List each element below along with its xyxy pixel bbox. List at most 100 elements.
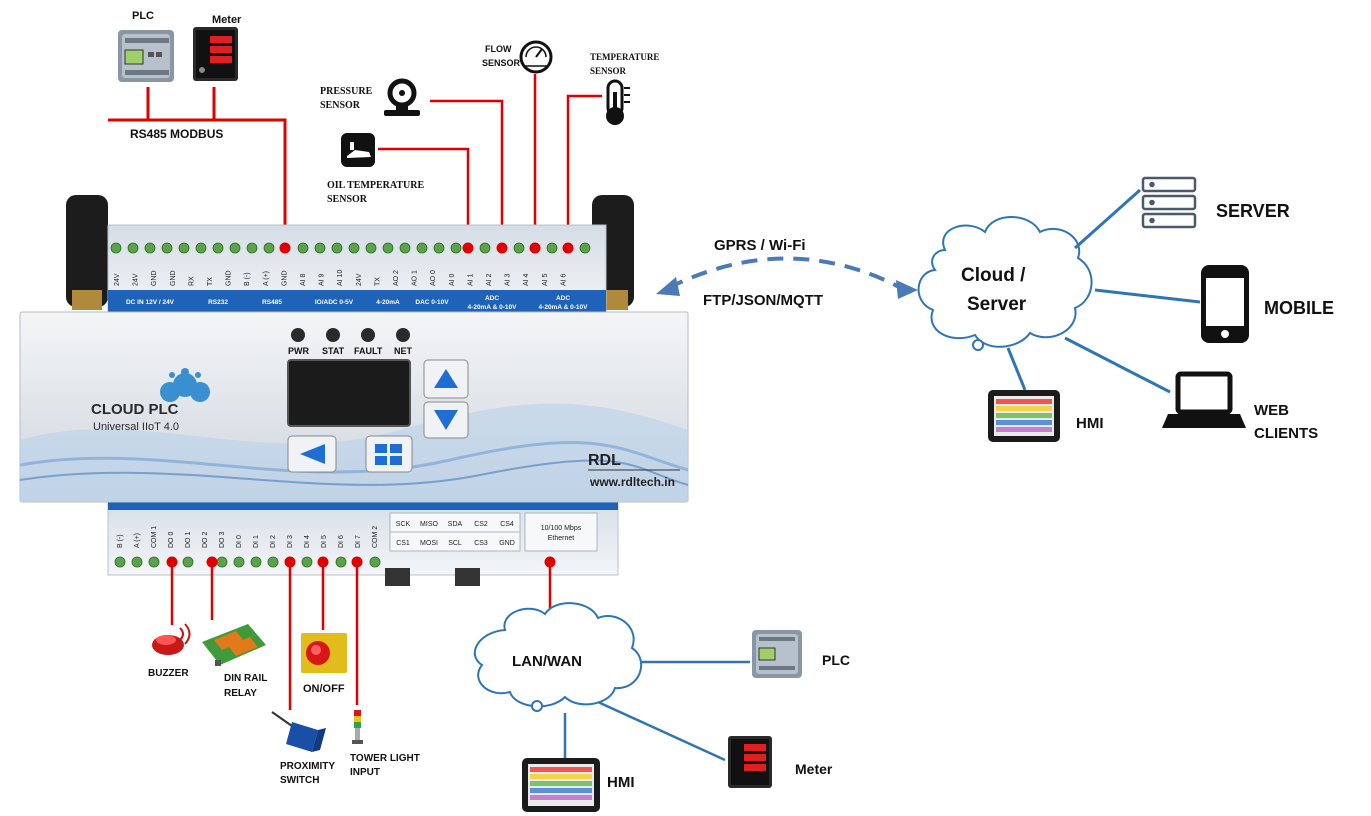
spi-bottom-label: SCL xyxy=(448,540,462,547)
pressure-sensor-label-1: PRESSURE xyxy=(320,86,373,97)
buzzer-icon xyxy=(152,623,191,655)
cloud-server-shape xyxy=(917,216,1093,351)
buzzer-label: BUZZER xyxy=(148,668,189,679)
back-button[interactable] xyxy=(287,435,337,473)
spi-top-label: CS4 xyxy=(500,521,514,528)
top-terminal-label: AI 8 xyxy=(300,273,307,286)
bottom-terminal-label: DI 2 xyxy=(270,535,277,548)
lan-hmi-icon xyxy=(522,758,600,812)
top-terminal-group-label: 4-20mA & 0-10V xyxy=(468,304,518,311)
device-display xyxy=(287,359,411,427)
protocols-label: FTP/JSON/MQTT xyxy=(703,292,823,309)
bottom-terminal-label: DO 2 xyxy=(202,532,209,548)
bottom-terminal-label: DO 3 xyxy=(219,532,226,548)
rs485-bus-wires xyxy=(108,87,287,248)
tower-light-icon xyxy=(352,710,363,744)
bottom-terminal-label: DO 0 xyxy=(168,532,175,548)
up-button[interactable] xyxy=(423,359,469,399)
top-terminal-group-label: ADC xyxy=(485,295,499,302)
cloud-label-1: Cloud / xyxy=(961,265,1026,286)
top-terminal-group-label: 4-20mA & 0-10V xyxy=(539,304,589,311)
top-terminal-label: 24V xyxy=(356,273,363,286)
top-terminal-label: AI 1 xyxy=(467,273,474,286)
top-terminal-group-label: DC IN 12V / 24V xyxy=(126,299,175,306)
menu-button[interactable] xyxy=(365,435,413,473)
oil-temp-label-1: OIL TEMPERATURE xyxy=(327,180,424,191)
tower-label-2: INPUT xyxy=(350,767,380,778)
bottom-terminal-label: DI 3 xyxy=(287,535,294,548)
temperature-sensor-label-1: TEMPERATURE xyxy=(590,52,659,62)
sensor-wires xyxy=(378,74,602,248)
bottom-terminal-label: COM 1 xyxy=(151,526,158,548)
spi-bottom-label: CS1 xyxy=(396,540,410,547)
top-wire-dots xyxy=(279,242,574,254)
top-terminal-label: TX xyxy=(374,277,381,286)
top-meter-icon xyxy=(193,27,238,81)
top-terminal-label: AO 2 xyxy=(393,270,400,286)
bottom-terminal-label: A (+) xyxy=(134,533,141,548)
brand-subtitle: Universal IIoT 4.0 xyxy=(93,421,179,433)
brand-title: CLOUD PLC xyxy=(91,401,179,418)
top-terminal-group-label: 4-20mA xyxy=(376,299,400,306)
down-button[interactable] xyxy=(423,401,469,439)
spi-bottom-label: MOSI xyxy=(420,540,438,547)
proximity-label-2: SWITCH xyxy=(280,775,319,786)
ethernet-label: Ethernet xyxy=(548,535,575,542)
top-terminal-label: AI 10 xyxy=(337,270,344,286)
on-off-switch-icon xyxy=(301,633,347,673)
rs485-bus-label: RS485 MODBUS xyxy=(130,127,223,141)
flow-sensor-icon xyxy=(519,40,553,74)
top-terminal-label: AO 0 xyxy=(430,270,437,286)
maker-label: RDL xyxy=(588,452,621,469)
spi-bottom-label: CS3 xyxy=(474,540,488,547)
web-clients-laptop-icon xyxy=(1162,371,1246,428)
cloud-hmi-label: HMI xyxy=(1076,415,1104,432)
pressure-sensor-label-2: SENSOR xyxy=(320,100,361,111)
onoff-label: ON/OFF xyxy=(303,683,345,695)
cloud-links xyxy=(1006,188,1201,394)
led-stat-label: STAT xyxy=(322,346,345,356)
top-terminal-label: 24V xyxy=(133,273,140,286)
top-terminal-label: A (+) xyxy=(263,271,270,286)
spi-top-label: SDA xyxy=(448,521,463,528)
top-terminal-group-label: IO/ADC 0-5V xyxy=(315,299,354,306)
lan-hmi-label: HMI xyxy=(607,774,635,791)
cloud-plc-logo-icon xyxy=(160,368,210,402)
top-terminal-label: AI 0 xyxy=(449,273,456,286)
led-net-label: NET xyxy=(394,346,413,356)
top-meter-label: Meter xyxy=(212,14,242,26)
temperature-sensor-icon xyxy=(606,79,630,125)
server-icon xyxy=(1141,176,1197,229)
top-plc-label: PLC xyxy=(132,10,154,22)
lan-meter-label: Meter xyxy=(795,761,833,777)
led-pwr-label: PWR xyxy=(288,346,309,356)
bottom-terminal-label: DI 7 xyxy=(355,535,362,548)
top-terminal-label: 24V xyxy=(114,273,121,286)
top-terminal-group-label: ADC xyxy=(556,295,570,302)
bottom-terminal-label: DI 1 xyxy=(253,535,260,548)
website-label: www.rdltech.in xyxy=(589,475,675,489)
top-terminal-group-label: DAC 0-10V xyxy=(415,299,449,306)
lan-wan-cloud-shape xyxy=(473,602,643,712)
spi-top-label: CS2 xyxy=(474,521,488,528)
lan-meter-icon xyxy=(728,736,772,788)
bottom-terminal-label: DI 0 xyxy=(236,535,243,548)
flow-sensor-label-1: FLOW xyxy=(485,44,512,54)
relay-label-1: DIN RAIL xyxy=(224,673,267,684)
temperature-sensor-label-2: SENSOR xyxy=(590,66,627,76)
text-labels: PLC Meter RS485 MODBUS PRESSURE SENSOR F… xyxy=(91,10,1334,791)
top-terminal-group-label: RS485 xyxy=(262,299,282,306)
top-terminal-label: B (-) xyxy=(244,272,251,286)
bottom-terminal-label: COM 2 xyxy=(372,526,379,548)
bottom-terminal-label: DI 5 xyxy=(321,535,328,548)
top-terminal-label: AI 5 xyxy=(542,273,549,286)
server-label: SERVER xyxy=(1216,201,1290,221)
spi-grid xyxy=(389,512,598,552)
cloud-label-2: Server xyxy=(967,294,1027,315)
cloud-hmi-icon xyxy=(988,390,1060,442)
